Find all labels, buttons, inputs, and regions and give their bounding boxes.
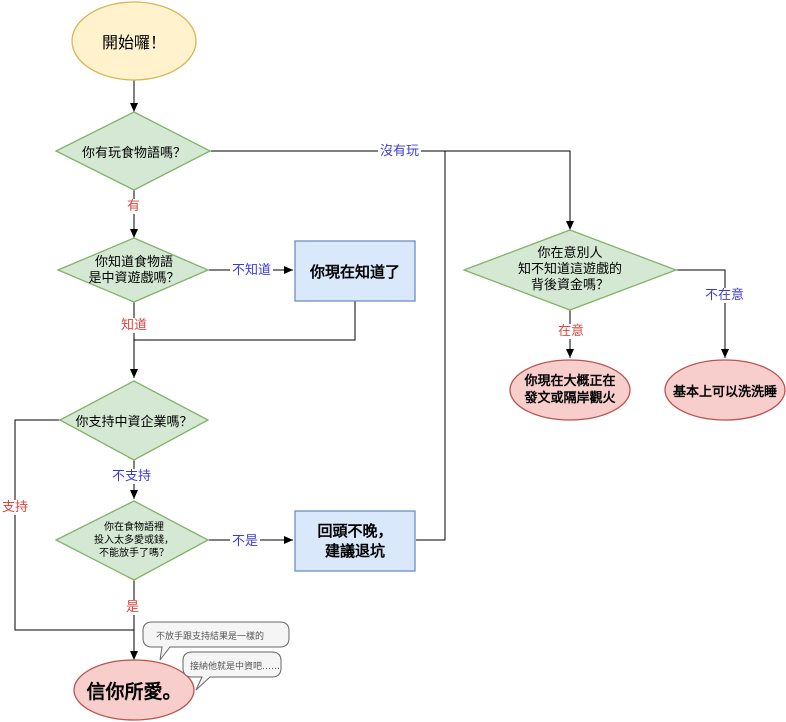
edge-nowknow-merge — [134, 301, 356, 341]
edge-label-dont-care: 不在意 — [703, 288, 747, 303]
speech-bubble-1-text: 不放手跟支持結果是一樣的 — [156, 632, 265, 642]
edge-label-support: 支持 — [0, 500, 31, 515]
decision-know-label: 你知道食物語 是中資遊戲嗎？ — [88, 255, 180, 286]
start-node-label: 開始囉！ — [101, 33, 166, 52]
edge-label-not-play: 沒有玩 — [378, 144, 422, 159]
edge-quit-to-care — [416, 151, 446, 541]
edge-label-care: 在意 — [556, 324, 587, 339]
info-quit-label: 回頭不晚， 建議退坑 — [317, 522, 393, 560]
edge-play-no — [210, 150, 574, 230]
edge-label-know: 知道 — [119, 318, 150, 333]
end-protest-shape — [509, 359, 631, 421]
decision-play-shape — [54, 111, 212, 191]
end-sleep-label: 基本上可以洗洗睡 — [672, 384, 777, 400]
edge-label-play-yes: 有 — [125, 199, 143, 214]
decision-invested-shape — [54, 500, 210, 581]
info-now-know-label: 你現在知道了 — [309, 262, 400, 281]
decision-support-shape — [58, 380, 210, 461]
edge-label-not-so: 不是 — [230, 534, 261, 549]
decision-play-label: 你有玩食物語嗎？ — [81, 145, 186, 161]
start-node — [71, 1, 197, 81]
info-quit-shape — [294, 510, 416, 572]
end-sleep-shape — [664, 359, 786, 421]
info-now-know-shape — [294, 240, 416, 302]
decision-know-shape — [56, 237, 210, 303]
edge-care-no — [676, 269, 729, 358]
decision-invested-label: 你在食物語裡 投入太多愛或錢， 不能放手了嗎？ — [94, 521, 174, 559]
end-love-shape — [73, 659, 195, 721]
speech-bubble-2-text: 接納他就是中資吧…… — [190, 662, 281, 672]
speech-bubble-2 — [182, 651, 282, 691]
decision-care-shape — [462, 229, 678, 311]
edge-support-yes — [14, 419, 134, 631]
decision-support-label: 你支持中資企業嗎？ — [75, 414, 193, 430]
edge-label-not-support: 不支持 — [110, 469, 154, 484]
edge-label-dont-know: 不知道 — [230, 263, 274, 278]
decision-care-label: 你在意別人 知不知道這遊戲的 背後資金嗎？ — [517, 246, 622, 293]
speech-bubble-1 — [142, 621, 290, 661]
end-love-label: 信你所愛。 — [86, 680, 182, 703]
edge-label-yes-is: 是 — [124, 600, 142, 615]
end-protest-label: 你現在大概正在 發文或隔岸觀火 — [524, 374, 616, 406]
